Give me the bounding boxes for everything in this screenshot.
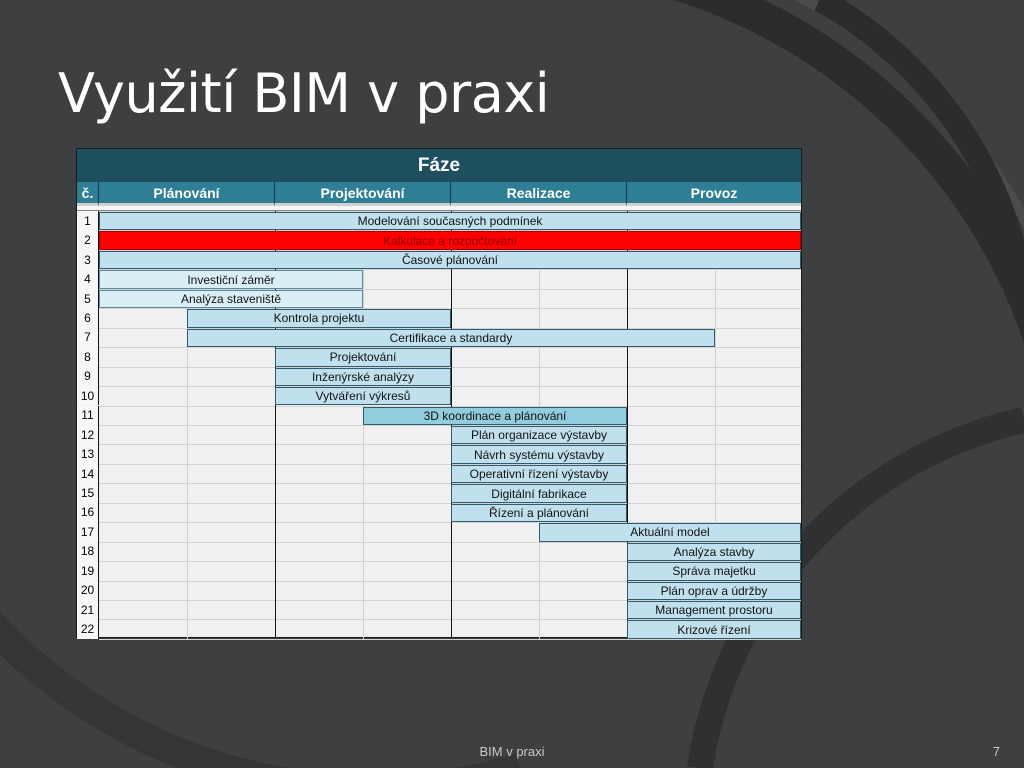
footer-title: BIM v praxi <box>479 744 545 759</box>
grid-row-line <box>99 405 801 407</box>
grid-row-line <box>99 638 801 640</box>
bim-use-bar: Modelování současných podmínek <box>99 212 801 231</box>
column-header-design: Projektování <box>275 182 451 206</box>
grid-row-line <box>99 561 801 563</box>
grid-column-line <box>275 211 276 639</box>
bim-use-bar: Inženýrské analýzy <box>275 367 451 387</box>
grid-column-line <box>715 211 716 639</box>
grid-row-line <box>99 541 801 543</box>
page-number: 7 <box>992 744 1000 759</box>
grid-row-line <box>99 522 801 524</box>
bim-use-bar: Plán oprav a údržby <box>627 581 801 600</box>
row-number: 6 <box>77 308 99 328</box>
row-number: 7 <box>77 327 99 348</box>
bim-use-bar: Krizové řízení <box>627 620 801 639</box>
bim-use-bar: Řízení a plánování <box>451 503 627 523</box>
grid-row-line <box>99 288 801 290</box>
row-number: 19 <box>77 561 99 581</box>
bim-use-bar: Kalkulace a rozpočtování <box>99 231 801 250</box>
row-number: 12 <box>77 424 99 445</box>
grid-row-line <box>99 327 801 329</box>
bim-usage-table: Fáze č. Plánování Projektování Realizace… <box>76 148 802 640</box>
bim-use-bar: 3D koordinace a plánování <box>363 406 627 425</box>
row-number: 9 <box>77 366 99 387</box>
row-number: 11 <box>77 405 99 425</box>
grid-row-line <box>99 580 801 582</box>
bim-use-bar: Časové plánování <box>99 250 801 270</box>
bim-use-bar: Aktuální model <box>539 523 801 542</box>
row-number: 14 <box>77 463 99 484</box>
bim-use-bar: Vytváření výkresů <box>275 387 451 406</box>
bim-use-bar: Management prostoru <box>627 601 801 620</box>
grid-row-line <box>99 347 801 349</box>
row-number: 18 <box>77 541 99 562</box>
row-number: 15 <box>77 483 99 503</box>
grid-row-line <box>99 386 801 388</box>
row-number: 20 <box>77 580 99 600</box>
header-separator <box>77 206 801 211</box>
row-number: 16 <box>77 502 99 523</box>
row-number: 8 <box>77 347 99 367</box>
grid-row-line <box>99 230 801 232</box>
row-number: 17 <box>77 522 99 542</box>
bim-use-bar: Analýza stavby <box>627 542 801 562</box>
bim-use-bar: Kontrola projektu <box>187 309 451 328</box>
slide-title: Využití BIM v praxi <box>58 62 550 125</box>
bim-use-bar: Plán organizace výstavby <box>451 425 627 445</box>
row-number: 21 <box>77 600 99 620</box>
row-number: 13 <box>77 444 99 464</box>
phase-header: Fáze <box>77 149 801 182</box>
grid-column-line <box>187 211 188 639</box>
bim-use-bar: Analýza staveniště <box>99 289 363 309</box>
row-number: 2 <box>77 230 99 250</box>
grid-row-line <box>99 619 801 621</box>
column-header-operation: Provoz <box>627 182 801 206</box>
grid-row-line <box>99 483 801 485</box>
grid-row-line <box>99 269 801 271</box>
grid-column-line <box>627 211 628 639</box>
grid-row-line <box>99 600 801 601</box>
bim-use-bar: Digitální fabrikace <box>451 484 627 503</box>
row-number: 3 <box>77 249 99 270</box>
row-number: 10 <box>77 386 99 406</box>
bim-use-bar: Investiční záměr <box>99 270 363 289</box>
column-header-planning: Plánování <box>99 182 275 206</box>
row-number: 22 <box>77 619 99 639</box>
grid-row-line <box>99 444 801 446</box>
grid-column-line <box>363 211 364 639</box>
column-header-construction: Realizace <box>451 182 627 206</box>
bim-use-bar: Projektování <box>275 348 451 367</box>
grid-column-line <box>539 211 540 639</box>
grid-row-line <box>99 366 801 368</box>
grid-row-line <box>99 502 801 504</box>
grid-row-line <box>99 249 801 251</box>
grid-row-line <box>99 463 801 465</box>
grid-row-line <box>99 211 801 212</box>
row-number: 5 <box>77 288 99 309</box>
bim-use-bar: Správa majetku <box>627 562 801 581</box>
bim-use-bar: Operativní řízení výstavby <box>451 464 627 484</box>
grid-column-line <box>451 211 452 639</box>
grid-row-line <box>99 424 801 426</box>
row-number: 4 <box>77 269 99 289</box>
bim-use-bar: Certifikace a standardy <box>187 328 715 348</box>
row-number: 1 <box>77 211 99 231</box>
column-header-number: č. <box>77 182 99 206</box>
bim-use-bar: Návrh systému výstavby <box>451 445 627 464</box>
grid-row-line <box>99 308 801 310</box>
